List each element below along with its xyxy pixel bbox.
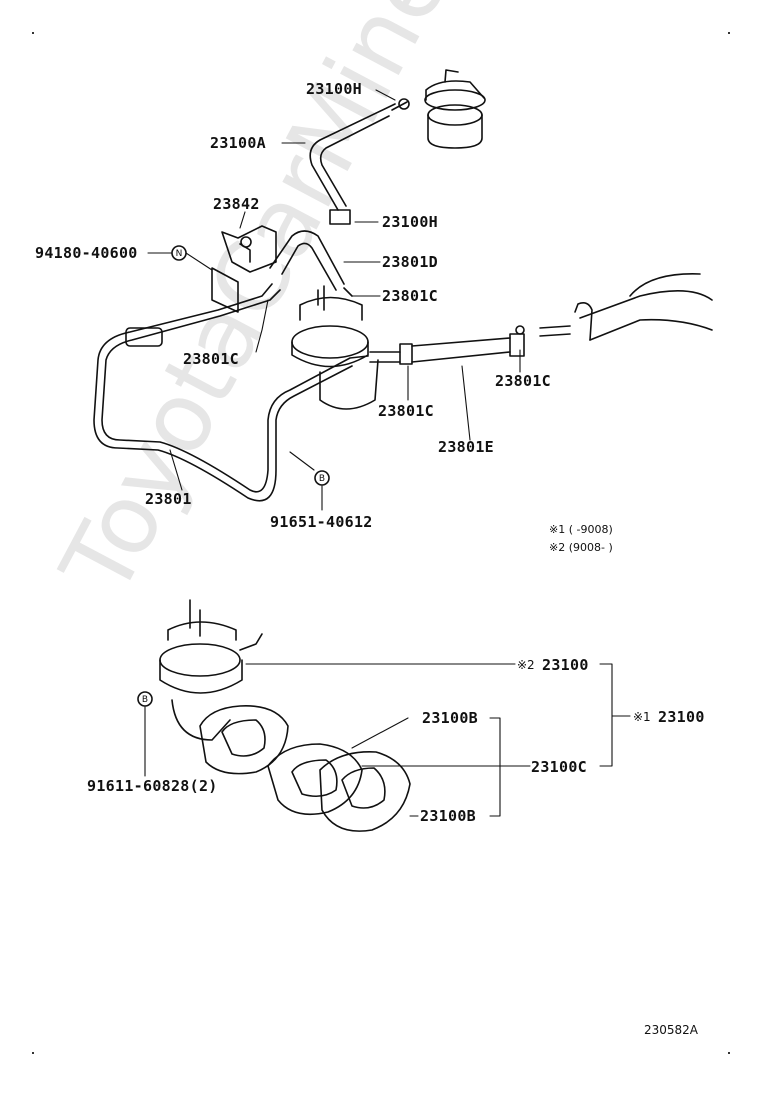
label-23100B-bottom: 23100B xyxy=(420,807,476,825)
label-23801D: 23801D xyxy=(382,253,438,271)
fuel-pump-upper xyxy=(291,285,379,410)
label-23100C: 23100C xyxy=(531,758,587,776)
label-23801C-a: 23801C xyxy=(382,287,438,305)
label-23100H-top: 23100H xyxy=(306,80,362,98)
corner-dot xyxy=(32,32,34,34)
hose-23801D xyxy=(269,230,345,291)
label-23801E: 23801E xyxy=(438,438,494,456)
label-23100-mark1: 23100 xyxy=(658,708,705,726)
hose-23100A xyxy=(309,98,410,225)
label-94180-40600: 94180-40600 xyxy=(35,244,138,262)
pipe-23801 xyxy=(93,283,369,502)
bracket-23842 xyxy=(211,225,277,313)
label-91611-60828: 91611-60828(2) xyxy=(87,777,218,795)
label-23801C-c: 23801C xyxy=(495,372,551,390)
label-23100A: 23100A xyxy=(210,134,266,152)
figure-code: 230582A xyxy=(644,1023,699,1037)
label-23100H-mid: 23100H xyxy=(382,213,438,231)
label-23801C-d: 23801C xyxy=(378,402,434,420)
insulator-23100C xyxy=(267,743,363,816)
corner-dot xyxy=(32,1052,34,1054)
note-2: ※2 (9008- ) xyxy=(549,541,613,554)
corner-dot xyxy=(728,1052,730,1054)
label-23801: 23801 xyxy=(145,490,192,508)
mark-1: ※1 xyxy=(633,710,651,724)
note-1: ※1 ( -9008) xyxy=(549,523,613,536)
clip-marker-letters: N B B xyxy=(142,249,325,705)
marker-b-bottom-letter: B xyxy=(142,695,148,705)
gasket-23100B-2 xyxy=(319,751,411,832)
label-23100-mark2: 23100 xyxy=(542,656,589,674)
label-23842: 23842 xyxy=(213,195,260,213)
clip-marker-b-bottom xyxy=(137,691,153,707)
label-91651-40612: 91651-40612 xyxy=(270,513,373,531)
gasket-23100B-1 xyxy=(199,705,289,775)
carburetor-inlet xyxy=(539,273,713,341)
label-23100B-top: 23100B xyxy=(422,709,478,727)
hose-23801E xyxy=(369,325,525,365)
mark-2: ※2 xyxy=(517,658,535,672)
fuel-pump-lower xyxy=(159,599,263,741)
marker-b-top-letter: B xyxy=(319,474,325,484)
label-23801C-b: 23801C xyxy=(183,350,239,368)
corner-dot xyxy=(728,32,730,34)
fuel-filter xyxy=(424,69,486,149)
clip-marker-b-top xyxy=(314,470,330,486)
marker-n-letter: N xyxy=(176,249,183,259)
